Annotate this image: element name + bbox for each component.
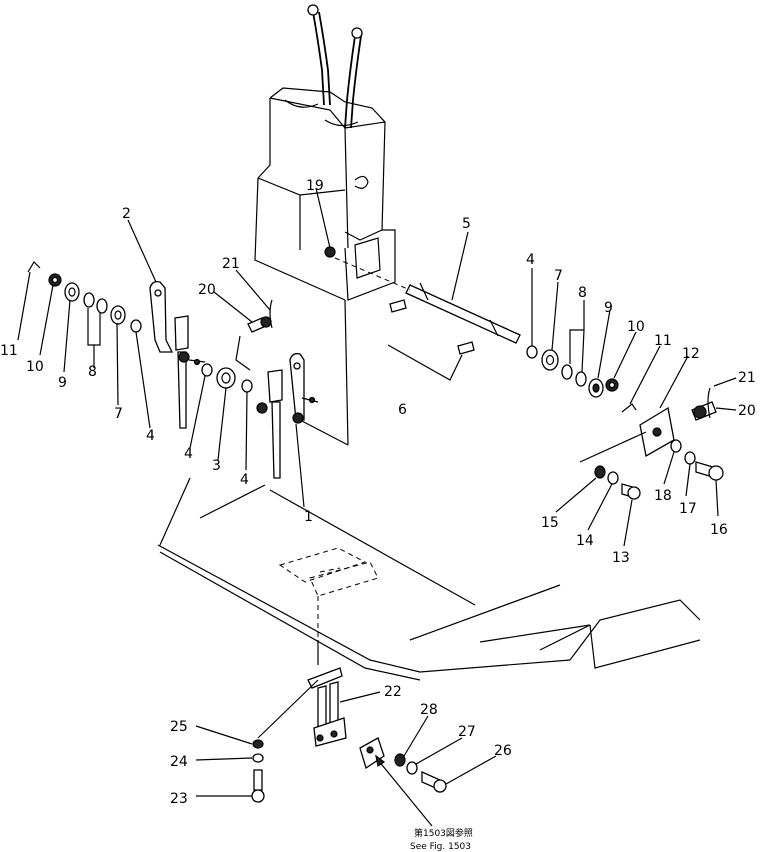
label-part-28: 28 <box>420 702 438 718</box>
label-part-13: 13 <box>612 550 630 566</box>
label-part-11-left: 11 <box>0 343 18 359</box>
leader-lines <box>17 187 737 797</box>
left-lever-assembly <box>27 261 319 479</box>
lower-bracket-assembly <box>251 640 447 827</box>
label-part-22: 22 <box>384 684 402 700</box>
label-part-4-right: 4 <box>526 252 535 268</box>
label-part-18: 18 <box>654 488 672 504</box>
figure-reference-note: 第1503図参照 See Fig. 1503 <box>410 827 473 852</box>
label-part-14: 14 <box>576 533 594 549</box>
label-part-10-left: 10 <box>26 359 44 375</box>
label-part-8-left: 8 <box>88 364 97 380</box>
label-part-12: 12 <box>682 346 700 362</box>
right-hardware-assembly <box>526 345 724 500</box>
label-part-4-left: 4 <box>146 428 155 444</box>
label-part-27: 27 <box>458 724 476 740</box>
label-part-16: 16 <box>710 522 728 538</box>
label-part-1: 1 <box>304 509 313 525</box>
label-part-5: 5 <box>462 216 471 232</box>
label-part-6: 6 <box>398 402 407 418</box>
label-part-9-right: 9 <box>604 300 613 316</box>
label-part-9-left: 9 <box>58 375 67 391</box>
reference-note-english: See Fig. 1503 <box>410 842 471 852</box>
label-part-3: 3 <box>212 458 221 474</box>
label-part-24: 24 <box>170 754 188 770</box>
shaft-assembly <box>334 257 521 381</box>
label-part-20-right: 20 <box>738 403 756 419</box>
label-part-23: 23 <box>170 791 188 807</box>
label-part-15: 15 <box>541 515 559 531</box>
label-part-4-center: 4 <box>240 472 249 488</box>
label-part-7-left: 7 <box>114 406 123 422</box>
floor-plate <box>157 477 701 681</box>
part-number-labels: 1 2 3 4 4 4 4 5 6 7 7 8 8 9 9 10 10 11 1… <box>0 178 756 807</box>
label-part-8-right: 8 <box>578 285 587 301</box>
label-part-21-right: 21 <box>738 370 756 386</box>
label-part-10-right: 10 <box>627 319 645 335</box>
label-part-17: 17 <box>679 501 697 517</box>
label-part-11-right: 11 <box>654 333 672 349</box>
control-housing <box>254 4 396 446</box>
label-part-2: 2 <box>122 206 131 222</box>
label-part-19: 19 <box>306 178 324 194</box>
label-part-25: 25 <box>170 719 188 735</box>
label-part-7-right: 7 <box>554 268 563 284</box>
label-part-20-left: 20 <box>198 282 216 298</box>
label-part-4-mid: 4 <box>184 446 193 462</box>
reference-note-japanese: 第1503図参照 <box>414 827 473 839</box>
label-part-21-left: 21 <box>222 256 240 272</box>
label-part-26: 26 <box>494 743 512 759</box>
